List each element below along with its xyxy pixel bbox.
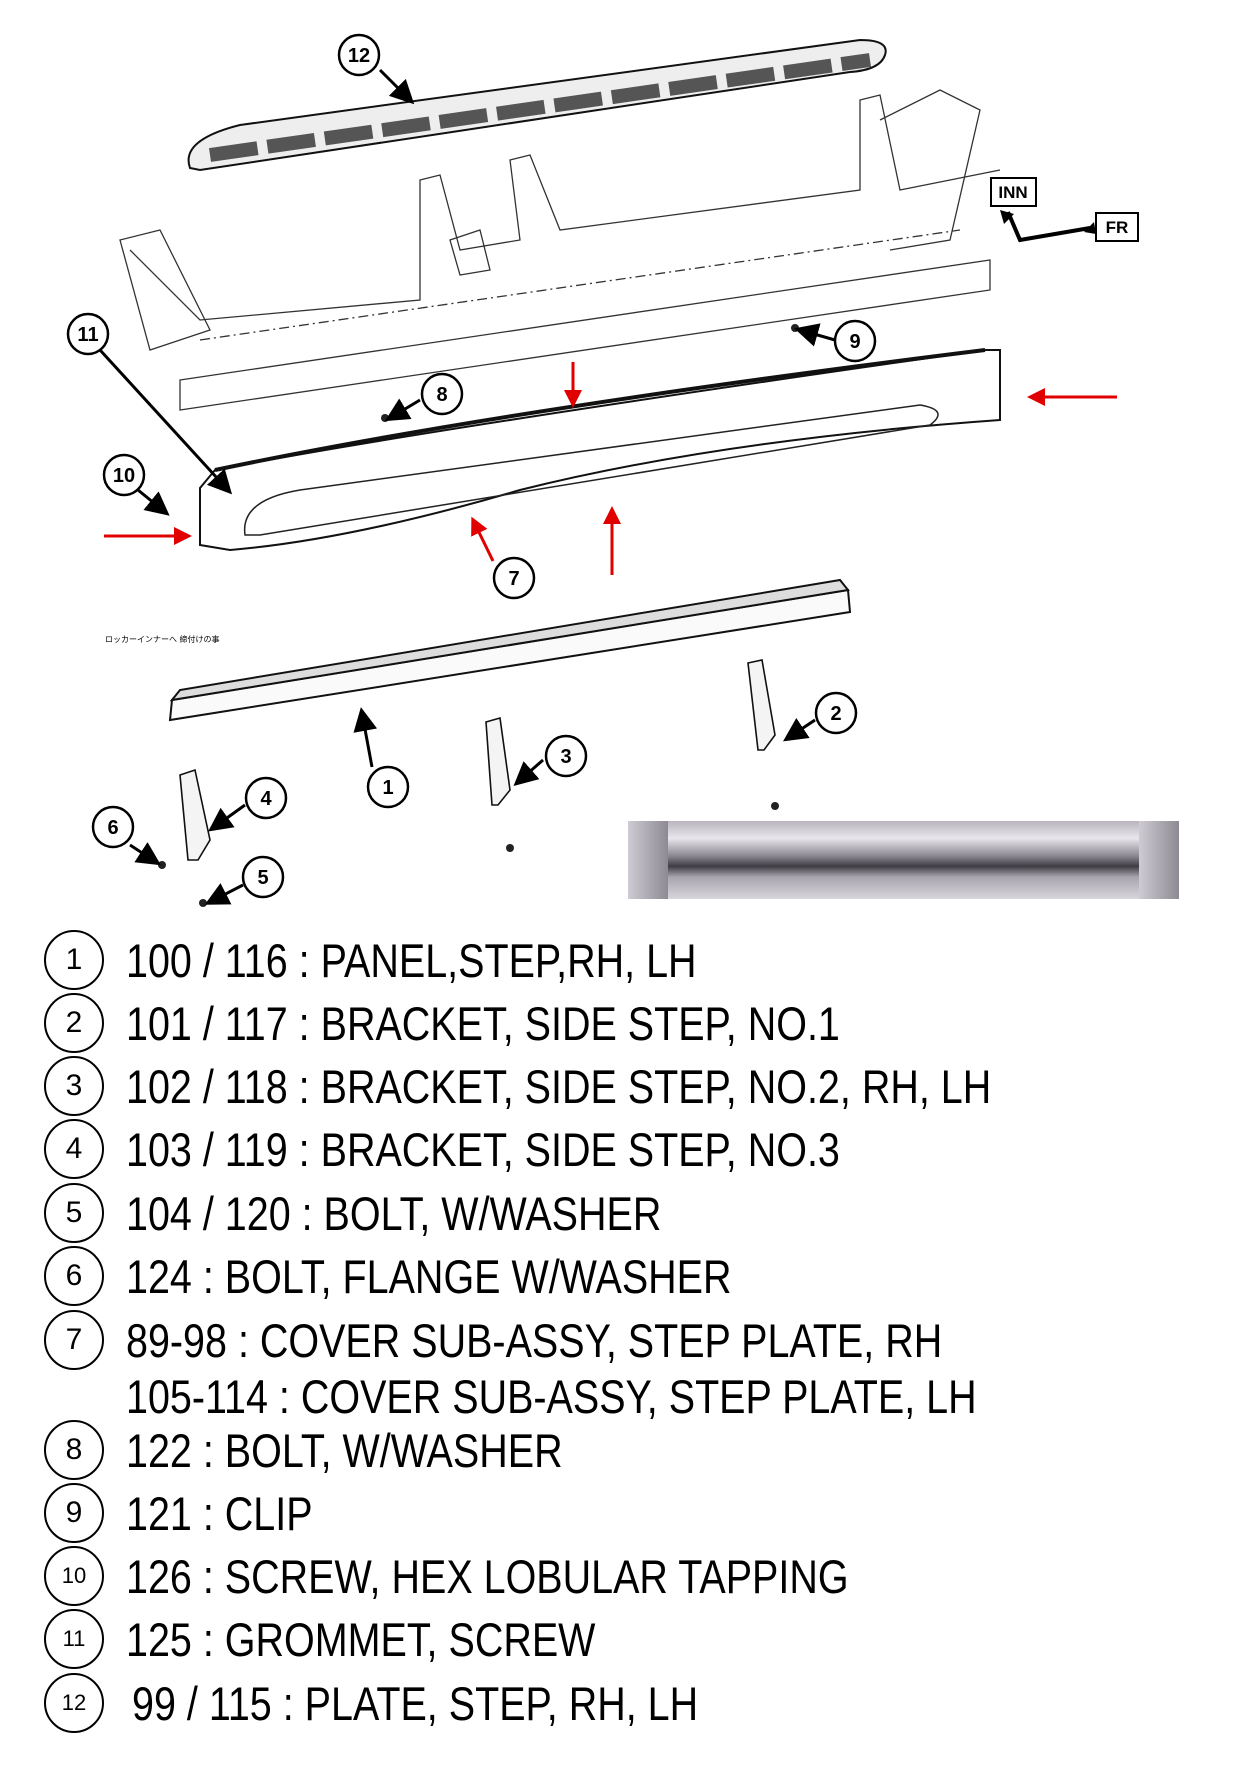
legend-number: 3 (44, 1056, 104, 1116)
step-plate-part-12 (187, 38, 887, 172)
callout-6: 6 (91, 805, 135, 849)
svg-text:ロッカーインナーへ 締付けの事: ロッカーインナーへ 締付けの事 (105, 634, 220, 644)
photo-end-right (1139, 821, 1179, 899)
legend-number: 4 (44, 1119, 104, 1179)
legend-number: 6 (44, 1246, 104, 1306)
legend-text: 101 / 117 : BRACKET, SIDE STEP, NO.1 (126, 996, 840, 1050)
legend-text: 99 / 115 : PLATE, STEP, RH, LH (132, 1676, 699, 1730)
callout-4: 4 (244, 776, 288, 820)
callout-3: 3 (544, 734, 588, 778)
callout-12: 12 (337, 33, 381, 77)
body-rocker-frame (119, 89, 1001, 411)
legend-number: 8 (44, 1420, 104, 1480)
legend-text: 89-98 : COVER SUB-ASSY, STEP PLATE, RH (126, 1313, 943, 1367)
legend-text: 121 : CLIP (126, 1486, 313, 1540)
legend-text: 100 / 116 : PANEL,STEP,RH, LH (126, 933, 697, 987)
legend-item-4: 4 103 / 119 : BRACKET, SIDE STEP, NO.3 (44, 1119, 840, 1179)
legend-item-6: 6 124 : BOLT, FLANGE W/WASHER (44, 1246, 732, 1306)
svg-text:8: 8 (436, 384, 447, 406)
photo-end-left (628, 821, 668, 899)
legend-item-1: 1 100 / 116 : PANEL,STEP,RH, LH (44, 930, 697, 990)
svg-text:1: 1 (382, 777, 393, 799)
callout-7: 7 (492, 556, 536, 600)
legend-item-5: 5 104 / 120 : BOLT, W/WASHER (44, 1183, 661, 1243)
svg-text:2: 2 (830, 703, 841, 725)
step-panel-part-1 (168, 578, 852, 722)
svg-text:11: 11 (77, 324, 98, 346)
legend-item-10: 10 126 : SCREW, HEX LOBULAR TAPPING (44, 1546, 849, 1606)
brackets (179, 659, 776, 861)
svg-text:4: 4 (260, 788, 272, 810)
svg-text:10: 10 (113, 465, 135, 487)
legend-number: 2 (44, 993, 104, 1053)
callout-5: 5 (241, 855, 285, 899)
fr-label: FR (1106, 218, 1129, 237)
exploded-parts-diagram: ロッカーインナーへ 締付けの事 12 11 10 9 8 7 1 2 3 4 5… (66, 33, 1139, 907)
side-step-cover-part-7 (199, 348, 1001, 552)
legend-item-2: 2 101 / 117 : BRACKET, SIDE STEP, NO.1 (44, 993, 840, 1053)
legend-number: 7 (44, 1310, 104, 1370)
red-indicator-arrows (104, 362, 1117, 575)
legend-text: 102 / 118 : BRACKET, SIDE STEP, NO.2, RH… (126, 1059, 992, 1113)
callout-8: 8 (420, 372, 464, 416)
legend-item-3: 3 102 / 118 : BRACKET, SIDE STEP, NO.2, R… (44, 1056, 991, 1116)
svg-text:3: 3 (560, 746, 571, 768)
callout-1: 1 (366, 765, 410, 809)
legend-text: 125 : GROMMET, SCREW (126, 1612, 596, 1666)
legend-item-8: 8 122 : BOLT, W/WASHER (44, 1420, 563, 1480)
svg-text:12: 12 (348, 45, 370, 67)
callout-11: 11 (66, 312, 110, 356)
leader-arrows (98, 68, 836, 905)
side-step-photo (628, 821, 1179, 899)
legend-text: 122 : BOLT, W/WASHER (126, 1423, 563, 1477)
legend-number: 11 (44, 1609, 104, 1669)
legend-number: 10 (44, 1546, 104, 1606)
legend-item-7: 7 89-98 : COVER SUB-ASSY, STEP PLATE, RH (44, 1310, 942, 1370)
legend-item-12: 12 99 / 115 : PLATE, STEP, RH, LH (44, 1673, 698, 1733)
callout-2: 2 (814, 691, 858, 735)
legend-text: 126 : SCREW, HEX LOBULAR TAPPING (126, 1549, 849, 1603)
svg-text:5: 5 (257, 867, 268, 889)
callout-9: 9 (833, 319, 877, 363)
legend-item-11: 11 125 : GROMMET, SCREW (44, 1609, 595, 1669)
svg-text:7: 7 (508, 568, 519, 590)
legend-item-9: 9 121 : CLIP (44, 1483, 313, 1543)
callout-10: 10 (102, 453, 146, 497)
svg-text:9: 9 (849, 331, 860, 353)
legend-text: 124 : BOLT, FLANGE W/WASHER (126, 1249, 732, 1303)
legend-text: 104 / 120 : BOLT, W/WASHER (126, 1186, 662, 1240)
legend-number: 12 (44, 1673, 104, 1733)
legend-number: 9 (44, 1483, 104, 1543)
legend-number: 1 (44, 930, 104, 990)
direction-indicator: INN FR (990, 177, 1139, 243)
legend-number: 5 (44, 1183, 104, 1243)
inn-label: INN (998, 183, 1027, 202)
japanese-note: ロッカーインナーへ 締付けの事 (105, 634, 220, 644)
legend-text: 105-114 : COVER SUB-ASSY, STEP PLATE, LH (126, 1369, 977, 1423)
legend-text: 103 / 119 : BRACKET, SIDE STEP, NO.3 (126, 1122, 840, 1176)
svg-text:6: 6 (107, 817, 118, 839)
